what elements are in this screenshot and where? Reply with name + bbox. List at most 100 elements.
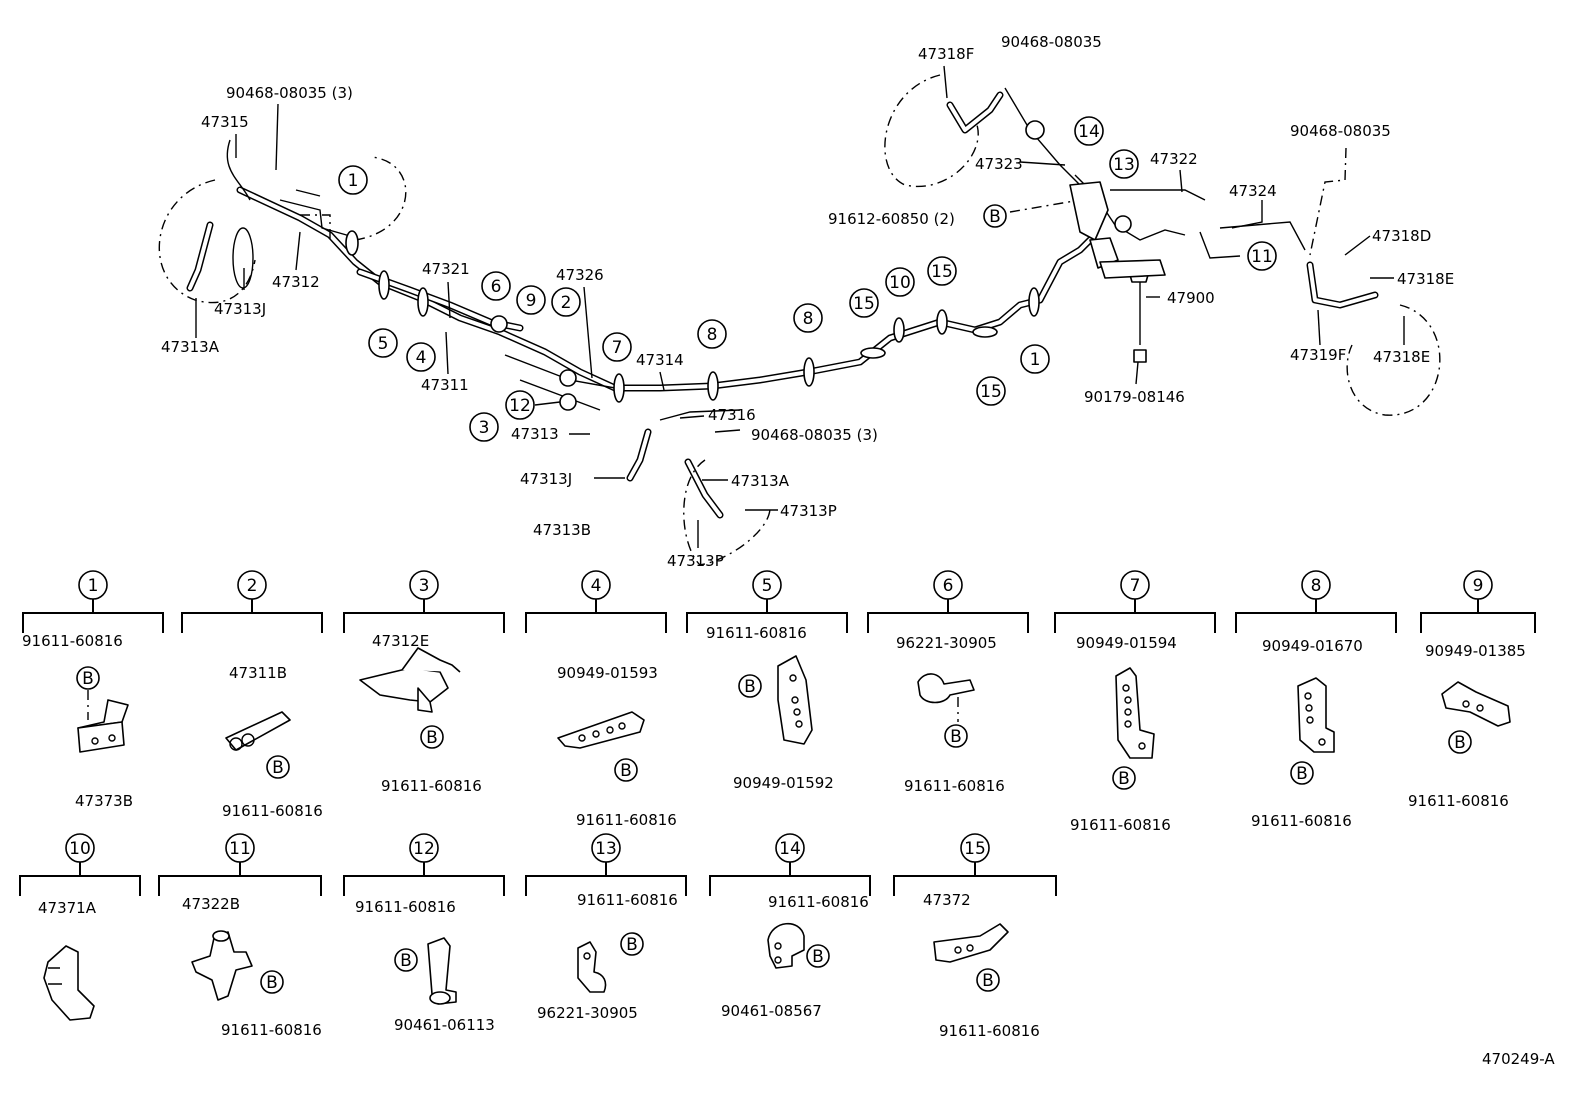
detail-callout-13-number: 13 — [595, 839, 617, 859]
detail-callout-3-number: 3 — [419, 576, 430, 596]
detail-part-label: 91611-60816 — [577, 891, 678, 909]
callout-c6: 8 — [697, 319, 727, 349]
callout-c2-circle — [481, 271, 511, 301]
detail-bracket-line — [181, 599, 323, 633]
detail-part-label: 47311B — [229, 664, 287, 682]
part-label: 47313J — [520, 470, 572, 488]
detail-bolt-6-letter: B — [950, 727, 962, 747]
detail-bracket-line — [893, 862, 1057, 896]
callout-c14-number: 12 — [509, 396, 531, 416]
detail-part-label: 47373B — [75, 792, 133, 810]
callout-c10-circle — [927, 256, 957, 286]
detail-bracket-line — [1235, 599, 1397, 633]
callout-c19-number: 11 — [1251, 247, 1273, 267]
part-label: 47324 — [1229, 182, 1277, 200]
detail-callout-8-number: 8 — [1311, 576, 1322, 596]
detail-part-label: 90949-01385 — [1425, 642, 1526, 660]
detail-bolt-1: B — [76, 666, 100, 690]
detail-callout-4: 4 — [581, 570, 611, 600]
detail-bolt-12-letter: B — [400, 951, 412, 971]
callout-c15-circle — [1020, 344, 1050, 374]
callout-c4-circle — [551, 287, 581, 317]
callout-c11: 5 — [368, 328, 398, 358]
callout-c17-circle — [1074, 116, 1104, 146]
detail-part-label: 90949-01594 — [1076, 634, 1177, 652]
detail-callout-14-number: 14 — [779, 839, 801, 859]
detail-part-label: 91611-60816 — [1408, 792, 1509, 810]
callout-c1: 1 — [338, 165, 368, 195]
detail-bolt-15-circle — [976, 968, 1000, 992]
part-label: 47318F — [918, 45, 974, 63]
part-label: 47321 — [422, 260, 470, 278]
detail-part-label: 91611-60816 — [1070, 816, 1171, 834]
part-label: 47900 — [1167, 289, 1215, 307]
detail-part-label: 90461-06113 — [394, 1016, 495, 1034]
callout-c3-number: 9 — [526, 291, 537, 311]
detail-bracket-line — [525, 599, 667, 633]
detail-bolt-14-letter: B — [812, 947, 824, 967]
part-label: 47313A — [161, 338, 220, 356]
detail-bolt-6-circle — [944, 724, 968, 748]
detail-part-label: 91611-60816 — [904, 777, 1005, 795]
detail-bolt-14: B — [806, 944, 830, 968]
detail-bolt-2-letter: B — [272, 758, 284, 778]
part-label: 90468-08035 (3) — [226, 84, 353, 102]
detail-bolt-7-circle — [1112, 766, 1136, 790]
part-label: 47316 — [708, 406, 756, 424]
callout-c2-number: 6 — [491, 277, 502, 297]
part-label: 47314 — [636, 351, 684, 369]
detail-bolt-9-circle — [1448, 730, 1472, 754]
callout-c5-circle — [602, 332, 632, 362]
callout-c7-circle — [793, 303, 823, 333]
detail-bolt-1-circle — [76, 666, 100, 690]
callout-c1-circle — [338, 165, 368, 195]
callout-c15: 1 — [1020, 344, 1050, 374]
callout-c19-circle — [1247, 241, 1277, 271]
part-label: 47318D — [1372, 227, 1431, 245]
detail-bracket-line — [686, 599, 848, 633]
detail-callout-4-number: 4 — [591, 576, 602, 596]
callout-c18-circle — [1109, 149, 1139, 179]
detail-callout-6-number: 6 — [943, 576, 954, 596]
detail-callout-5: 5 — [752, 570, 782, 600]
detail-bolt-5-letter: B — [744, 677, 756, 697]
detail-bolt-3-circle — [420, 725, 444, 749]
callout-c11-number: 5 — [378, 334, 389, 354]
callout-c9-number: 10 — [889, 273, 911, 293]
detail-bracket-line — [19, 862, 141, 896]
top-part-labels: 90468-08035 (3)473154731247313J47313A473… — [161, 33, 1454, 570]
detail-callout-11-number: 11 — [229, 839, 251, 859]
detail-bolt-8-circle — [1290, 761, 1314, 785]
detail-callout-2: 2 — [237, 570, 267, 600]
detail-bracket-drawings — [43, 647, 1511, 1021]
callout-c16-number: 15 — [980, 382, 1002, 402]
detail-part-label: 91611-60816 — [768, 893, 869, 911]
part-label: 47313A — [731, 472, 790, 490]
callout-c3: 9 — [516, 285, 546, 315]
callout-c17-number: 14 — [1078, 122, 1100, 142]
part-label: 90468-08035 — [1290, 122, 1391, 140]
part-label: 47322 — [1150, 150, 1198, 168]
detail-callout-8: 8 — [1301, 570, 1331, 600]
callout-c9-circle — [885, 267, 915, 297]
detail-part-label: 90949-01670 — [1262, 637, 1363, 655]
callout-c7-number: 8 — [803, 309, 814, 329]
callout-c13-number: 3 — [479, 418, 490, 438]
detail-callout-11: 11 — [225, 833, 255, 863]
part-label: 47313J — [214, 300, 266, 318]
detail-bolt-11: B — [260, 970, 284, 994]
callout-c17: 14 — [1074, 116, 1104, 146]
detail-bolt-8: B — [1290, 761, 1314, 785]
part-label: 90468-08035 — [1001, 33, 1102, 51]
detail-bolt-4-letter: B — [620, 761, 632, 781]
detail-bolt-15-letter: B — [982, 971, 994, 991]
